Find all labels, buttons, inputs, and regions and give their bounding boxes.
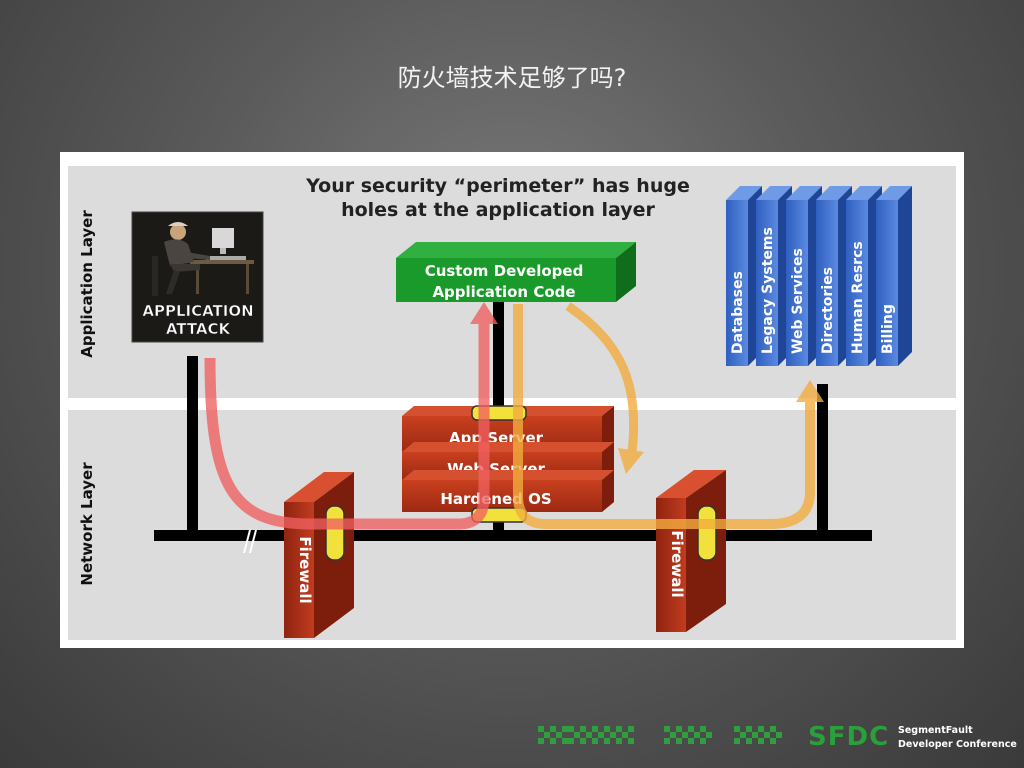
checker-square xyxy=(604,738,610,744)
checker-square xyxy=(580,738,586,744)
application-layer-label: Application Layer xyxy=(78,210,96,358)
data-flow-arrows xyxy=(513,302,824,529)
checker-square xyxy=(622,732,628,738)
checker-square xyxy=(556,732,562,738)
checker-square xyxy=(770,738,776,744)
green-checker-pattern xyxy=(538,726,782,744)
custom-code-box: Custom Developed Application Code xyxy=(396,242,636,302)
checker-square xyxy=(664,738,670,744)
backend-label: Legacy Systems xyxy=(760,227,776,354)
checker-square xyxy=(628,726,634,732)
checker-square xyxy=(562,726,568,732)
checker-square xyxy=(734,738,740,744)
sfdc-logo: SFDC xyxy=(808,722,890,752)
checker-square xyxy=(676,726,682,732)
attacker-link xyxy=(187,356,198,536)
line-break-mark xyxy=(243,529,251,554)
firewall-left: Firewall xyxy=(284,472,354,638)
checker-square xyxy=(752,732,758,738)
headline-line-2: holes at the application layer xyxy=(341,199,655,221)
backend-label: Databases xyxy=(730,271,746,354)
firewall-left-label: Firewall xyxy=(296,536,314,603)
checker-square xyxy=(670,732,676,738)
checker-square xyxy=(604,726,610,732)
org-name-line-2: Developer Conference xyxy=(898,739,1017,750)
checker-square xyxy=(550,726,556,732)
backend-label: Directories xyxy=(820,267,836,354)
attack-label-line-1: APPLICATION xyxy=(142,302,253,320)
checker-square xyxy=(550,738,556,744)
checker-square xyxy=(592,738,598,744)
checker-square xyxy=(688,726,694,732)
checker-square xyxy=(746,738,752,744)
checker-square xyxy=(694,732,700,738)
checker-square xyxy=(776,732,782,738)
checker-square xyxy=(734,726,740,732)
network-bus xyxy=(154,530,872,541)
checker-square xyxy=(598,732,604,738)
checker-square xyxy=(580,726,586,732)
checker-square xyxy=(706,732,712,738)
checker-square xyxy=(764,732,770,738)
attacker-picture: APPLICATION ATTACK xyxy=(131,211,264,343)
backend-label: Web Services xyxy=(790,248,806,354)
custom-code-line-2: Application Code xyxy=(432,283,575,301)
checker-square xyxy=(562,738,568,744)
org-name-line-1: SegmentFault xyxy=(898,725,973,736)
checker-square xyxy=(740,732,746,738)
server-stack: App Server Web Server Hardened OS xyxy=(402,406,614,512)
backend-label: Human Resrcs xyxy=(850,241,866,354)
firewall-right: Firewall xyxy=(656,470,726,632)
checker-square xyxy=(568,738,574,744)
line-break-mark-2 xyxy=(249,529,257,554)
checker-square xyxy=(746,726,752,732)
checker-square xyxy=(568,726,574,732)
checker-square xyxy=(758,726,764,732)
backend-systems: Databases Legacy Systems Web Services Direc… xyxy=(726,186,912,366)
attack-label-line-2: ATTACK xyxy=(166,320,232,338)
checker-square xyxy=(574,732,580,738)
checker-square xyxy=(592,726,598,732)
custom-code-line-1: Custom Developed xyxy=(425,262,584,280)
checker-square xyxy=(544,732,550,738)
firewall-right-label: Firewall xyxy=(668,530,686,597)
checker-square xyxy=(770,726,776,732)
checker-square xyxy=(538,738,544,744)
checker-square xyxy=(676,738,682,744)
headline-line-1: Your security “perimeter” has huge xyxy=(305,175,690,197)
checker-square xyxy=(610,732,616,738)
checker-square xyxy=(682,732,688,738)
checker-square xyxy=(688,738,694,744)
checker-square xyxy=(628,738,634,744)
backend-link xyxy=(817,384,828,536)
checker-square xyxy=(538,726,544,732)
checker-square xyxy=(586,732,592,738)
checker-square xyxy=(700,726,706,732)
checker-square xyxy=(664,726,670,732)
backend-label: Billing xyxy=(880,304,896,354)
network-layer-label: Network Layer xyxy=(78,462,96,586)
slide-title: 防火墙技术足够了吗? xyxy=(397,64,627,92)
hardened-os-label: Hardened OS xyxy=(440,490,551,508)
attack-arrow xyxy=(204,302,498,530)
security-diagram: Application Layer Network Layer Your sec… xyxy=(60,152,964,648)
checker-square xyxy=(758,738,764,744)
hardened-os-block: Hardened OS xyxy=(402,470,614,512)
checker-square xyxy=(700,738,706,744)
backend-column: Billing xyxy=(876,186,912,366)
checker-square xyxy=(616,726,622,732)
checker-square xyxy=(616,738,622,744)
